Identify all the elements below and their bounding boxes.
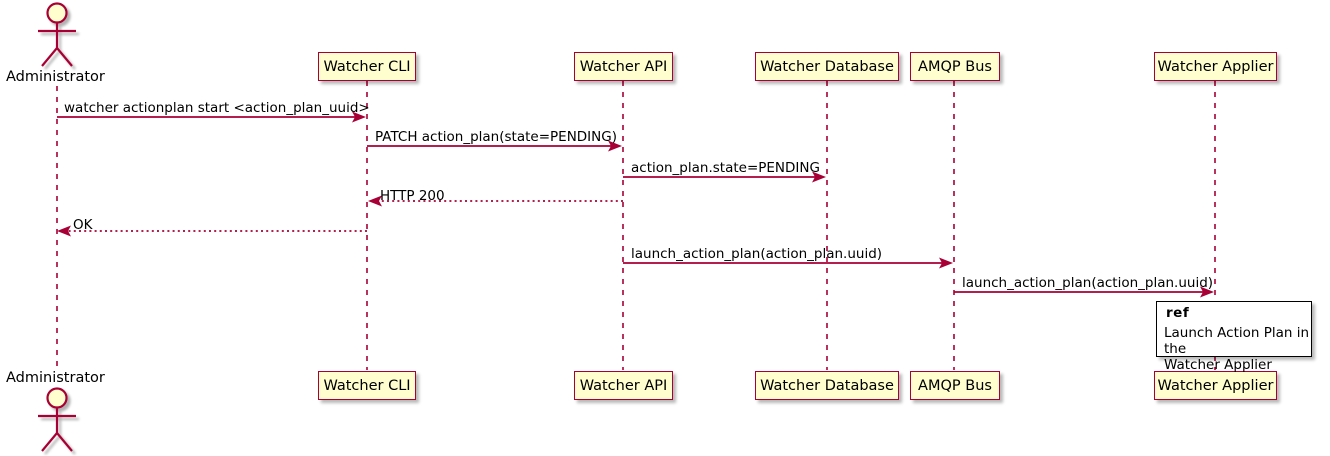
lifelines-group [56, 81, 1216, 370]
message-label-http-200: HTTP 200 [380, 188, 445, 204]
ref-fragment-title: ref [1166, 305, 1190, 321]
actor-administrator-bottom [38, 387, 76, 452]
message-label-ok: OK [73, 217, 93, 233]
arrow-action-plan-state-pending [623, 171, 826, 183]
participant-box-amqp-bus-bottom[interactable]: AMQP Bus [910, 371, 1000, 400]
ref-fragment-body: Launch Action Plan in the Watcher Applie… [1164, 325, 1316, 373]
actor-label-administrator-bottom: Administrator [6, 370, 105, 386]
participant-box-watcher-applier-bottom[interactable]: Watcher Applier [1154, 371, 1277, 400]
participant-box-watcher-api-top[interactable]: Watcher API [574, 52, 673, 81]
ref-fragment-box[interactable]: ref Launch Action Plan in the Watcher Ap… [1156, 301, 1312, 373]
participant-box-watcher-database-bottom[interactable]: Watcher Database [755, 371, 899, 400]
participant-box-watcher-applier-top[interactable]: Watcher Applier [1154, 52, 1277, 81]
arrow-launch-action-plan-bus-to-applier [954, 286, 1214, 298]
messages-group: Watcher CLI (dashed return) --> Administ… [57, 111, 1214, 298]
participant-box-watcher-database-top[interactable]: Watcher Database [755, 52, 899, 81]
participant-box-watcher-cli-top[interactable]: Watcher CLI [318, 52, 416, 81]
participant-box-amqp-bus-top[interactable]: AMQP Bus [910, 52, 1000, 81]
arrow-http-200 [368, 195, 623, 207]
arrow-watcher-actionplan-start [57, 111, 366, 123]
ref-fragment-line-2: Watcher Applier [1164, 357, 1272, 373]
participant-box-watcher-api-bottom[interactable]: Watcher API [574, 371, 673, 400]
message-label-launch-action-plan-api-to-bus: launch_action_plan(action_plan.uuid) [631, 246, 883, 262]
actor-label-administrator-top: Administrator [6, 69, 105, 85]
participant-box-watcher-cli-bottom[interactable]: Watcher CLI [318, 371, 416, 400]
arrow-launch-action-plan-api-to-bus [623, 257, 953, 269]
arrow-ok [57, 225, 367, 237]
message-label-action-plan-state-pending: action_plan.state=PENDING [631, 160, 820, 176]
message-label-launch-action-plan-bus-to-applier: launch_action_plan(action_plan.uuid) [962, 275, 1214, 291]
message-label-watcher-actionplan-start: watcher actionplan start <action_plan_uu… [64, 100, 370, 116]
arrow-patch-action-plan [367, 140, 622, 152]
actor-administrator-top [38, 2, 76, 67]
ref-fragment-line-1: Launch Action Plan in the [1164, 325, 1310, 357]
message-label-patch-action-plan: PATCH action_plan(state=PENDING) [375, 129, 617, 145]
